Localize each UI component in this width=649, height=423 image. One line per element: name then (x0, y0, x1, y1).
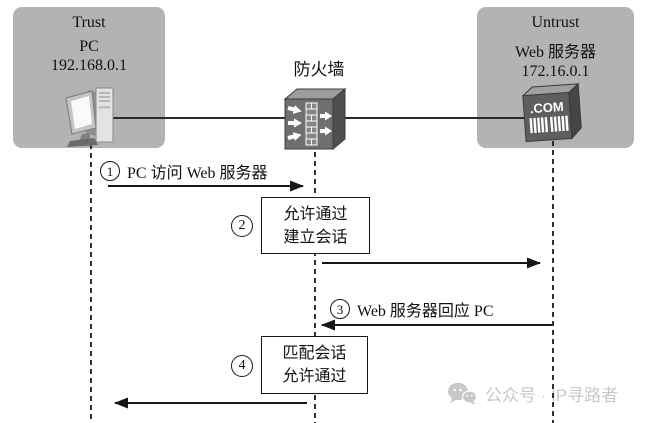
step1-text: PC 访问 Web 服务器 (127, 165, 268, 182)
step1-number: 1 (100, 161, 120, 181)
watermark-text: 公众号 · IP寻路者 (485, 386, 619, 405)
zone-trust-ip: 192.168.0.1 (51, 57, 127, 74)
firewall-label: 防火墙 (293, 60, 345, 79)
server-barcode (529, 115, 569, 134)
step1-label: 1 PC 访问 Web 服务器 (100, 159, 268, 183)
web-server-icon: .COM (521, 82, 582, 143)
wechat-icon (448, 382, 477, 405)
step3-label: 3 Web 服务器回应 PC (330, 297, 494, 321)
step4-box: 匹配会话 允许通过 (261, 336, 368, 394)
step3-text: Web 服务器回应 PC (357, 303, 494, 320)
zone-trust-name: Trust (72, 14, 106, 31)
step2-line1: 允许通过 (283, 205, 348, 223)
server-badge-text: .COM (529, 99, 564, 116)
zone-trust-device: PC (79, 38, 99, 55)
step2-box: 允许通过 建立会话 (261, 197, 370, 254)
zone-untrust-ip: 172.16.0.1 (521, 63, 590, 80)
step4-number: 4 (231, 355, 253, 377)
zone-untrust-device: Web 服务器 (515, 44, 596, 61)
watermark: 公众号 · IP寻路者 (447, 381, 618, 406)
firewall-icon (283, 87, 347, 151)
step4-line1: 匹配会话 (282, 345, 347, 362)
pc-icon (65, 87, 114, 147)
step2-number: 2 (231, 215, 253, 237)
step4-line2: 允许通过 (282, 368, 347, 385)
step3-number: 3 (330, 299, 350, 319)
zone-untrust-name: Untrust (531, 14, 580, 31)
step2-line2: 建立会话 (283, 228, 348, 246)
